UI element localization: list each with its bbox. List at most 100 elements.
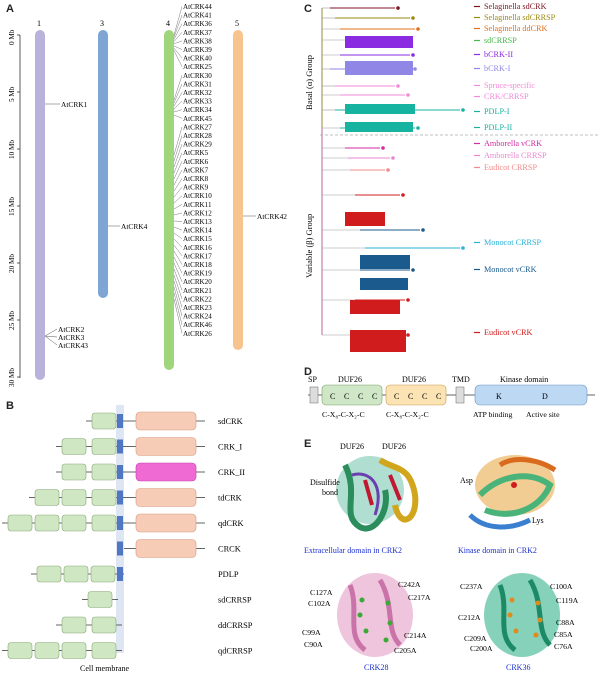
gene-label: AtCRK25 (183, 63, 212, 71)
legend-label: CRK/CRRSP (484, 92, 529, 101)
mutation-label: C205A (394, 646, 417, 655)
gene-label: AtCRK44 (183, 3, 212, 11)
caption-extracellular: Extracellular domain in CRK2 (304, 546, 402, 555)
tm-segment (117, 516, 123, 530)
tm-segment (117, 567, 123, 581)
mutation-label: C76A (554, 642, 573, 651)
duf26-box (87, 591, 113, 608)
duf26-box (34, 514, 60, 532)
svg-text:Disulfide: Disulfide (310, 478, 340, 487)
gene-label: AtCRK31 (183, 80, 212, 88)
tree-tip (411, 268, 415, 272)
kinase-box (135, 411, 197, 431)
svg-text:DUF26: DUF26 (382, 442, 406, 451)
mb-tick-label: 25 Mb (8, 311, 16, 330)
tree-tip (411, 16, 415, 20)
gene-label: AtCRK23 (183, 304, 212, 312)
duf26-domain-1 (321, 384, 383, 406)
legend-label: Monocot vCRK (484, 265, 537, 274)
tm-segment (117, 490, 123, 505)
collapsed-clade (345, 36, 413, 48)
collapsed-clade (345, 122, 413, 132)
legend-label: Eudicot CRRSP (484, 163, 537, 172)
duf26-box (91, 616, 117, 634)
svg-text:C: C (358, 392, 363, 401)
collapsed-clade (345, 61, 413, 75)
legend-label: bCRK-I (484, 64, 511, 73)
duf26-box (7, 514, 33, 532)
tm-segment (117, 541, 123, 556)
duf26-label: DUF26 (338, 375, 362, 384)
extracellular-structure (336, 456, 419, 532)
duf26-box (34, 489, 60, 506)
legend-label: Selaginella ddCRK (484, 24, 548, 33)
gene-label: AtCRK33 (183, 98, 212, 106)
mb-tick-label: 15 Mb (8, 197, 16, 216)
legend-label: Selaginella sdCRRSP (484, 13, 556, 22)
kinase-box (135, 462, 197, 482)
crk28-structure (337, 573, 413, 657)
gene-label: AtCRK40 (183, 55, 212, 63)
mutation-label: C127A (310, 588, 333, 597)
mutation-label: C209A (464, 634, 487, 643)
mutation-label: C119A (556, 596, 579, 605)
gene-label: AtCRK15 (183, 235, 212, 243)
duf26-label: DUF26 (402, 375, 426, 384)
mutation-label: C200A (470, 644, 493, 653)
legend-label: sdCRRSP (484, 36, 517, 45)
domain-row-label: sdCRRSP (218, 596, 252, 605)
svg-text:DUF26: DUF26 (340, 442, 364, 451)
gene-label: AtCRK8 (183, 175, 209, 183)
panel-a-letter: A (6, 3, 14, 15)
gene-label: AtCRK18 (183, 261, 212, 269)
sp-label: SP (308, 375, 317, 384)
duf26-box (91, 514, 117, 532)
gene-label: AtCRK11 (183, 201, 212, 209)
gene-label: AtCRK43 (58, 341, 88, 350)
domain-row-label: tdCRK (218, 494, 242, 503)
tree-tip (381, 146, 385, 150)
motif-label: C-X₈-C-X₂-C (322, 410, 365, 419)
tree-tip (396, 84, 400, 88)
gene-label: AtCRK9 (183, 184, 209, 192)
chr-number: 4 (166, 19, 170, 28)
caption-crk36: CRK36 (506, 663, 530, 672)
gene-label: AtCRK34 (183, 106, 212, 114)
tree-tip (406, 298, 410, 302)
tree-tip (461, 108, 465, 112)
tm-segment (117, 439, 123, 454)
kinase-box (135, 488, 197, 507)
legend-label: Spruce-specific (484, 81, 535, 90)
duf26-box (90, 565, 116, 583)
duf26-domain-2 (385, 384, 447, 406)
gene-label: AtCRK39 (183, 46, 212, 54)
mutation-label: C100A (550, 582, 573, 591)
gene-label: AtCRK42 (257, 212, 287, 221)
gene-label: AtCRK5 (183, 149, 209, 157)
gene-label: AtCRK20 (183, 278, 212, 286)
chr-number: 3 (100, 19, 104, 28)
mutation-label: C237A (460, 582, 483, 591)
gene-label: AtCRK36 (183, 20, 212, 28)
svg-text:C: C (344, 392, 349, 401)
membrane-label: Cell membrane (80, 664, 130, 673)
svg-text:Asp: Asp (460, 476, 473, 485)
tree-tip (461, 246, 465, 250)
legend-label: Selaginella sdCRK (484, 2, 547, 11)
chr-number: 5 (235, 19, 239, 28)
gene-label: AtCRK46 (183, 321, 212, 329)
duf26-box (61, 514, 87, 532)
legend-label: Amborella vCRK (484, 139, 542, 148)
chr4-gene-labels: AtCRK44AtCRK41AtCRK36AtCRK37AtCRK38AtCRK… (183, 3, 212, 338)
active-site-label: Active site (526, 410, 560, 419)
gene-label: AtCRK10 (183, 192, 212, 200)
tree-tip (401, 193, 405, 197)
caption-kinase: Kinase domain in CRK2 (458, 546, 537, 555)
duf26-box (91, 642, 117, 659)
gene-label: AtCRK37 (183, 29, 212, 37)
legend-label: bCRK-II (484, 50, 513, 59)
legend-label: PDLP-I (484, 107, 510, 116)
chr4-connectors (173, 6, 183, 334)
atp-label: ATP binding (473, 410, 512, 419)
